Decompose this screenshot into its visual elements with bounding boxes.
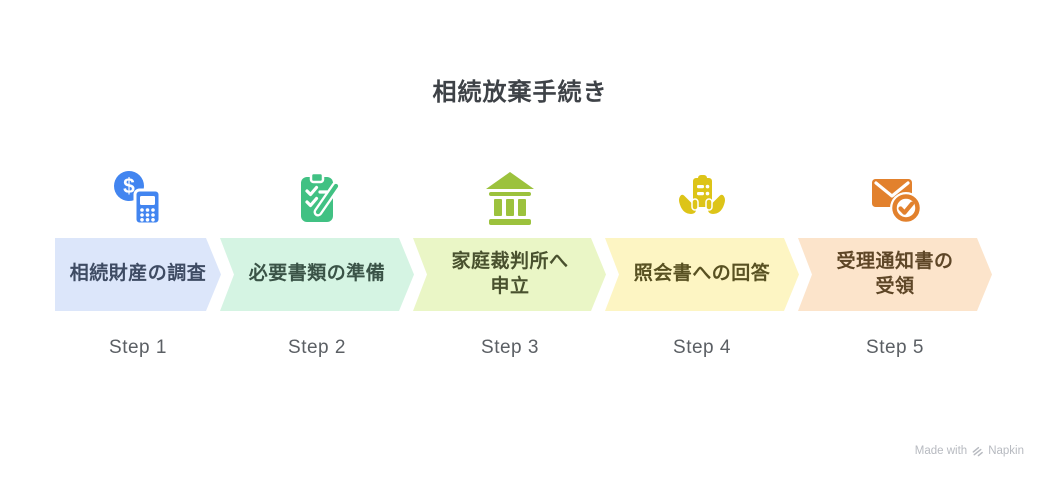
chevron-step-1	[55, 238, 221, 311]
step-group-1: $ 相続財産の調査 Step 1	[38, 160, 238, 410]
clipboard-check-pen-icon	[287, 169, 347, 229]
process-chevron-strip	[55, 238, 992, 311]
money-calculator-icon: $	[108, 169, 168, 229]
step-4-label: 照会書への回答	[633, 263, 771, 285]
step-2-number: Step 2	[288, 337, 346, 358]
step-5-label: 受理通知書の 受領	[836, 250, 954, 297]
mail-check-icon	[865, 169, 925, 229]
step-5-number: Step 5	[866, 337, 924, 358]
step-group-5: 受理通知書の 受領 Step 5	[795, 160, 995, 410]
hands-holding-document-icon	[672, 169, 732, 229]
courthouse-icon	[480, 169, 540, 229]
step-3-label: 家庭裁判所へ 申立	[451, 250, 569, 297]
step-group-3: 家庭裁判所へ 申立 Step 3	[410, 160, 610, 410]
chevron-step-3	[413, 238, 606, 311]
step-1-number: Step 1	[109, 337, 167, 358]
step-group-2: 必要書類の準備 Step 2	[217, 160, 417, 410]
chevron-step-5	[798, 238, 992, 311]
napkin-logo-icon	[971, 444, 984, 457]
watermark: Made with Napkin	[915, 444, 1024, 457]
chevron-step-2	[220, 238, 414, 311]
step-group-4: 照会書への回答 Step 4	[602, 160, 802, 410]
page-title: 相続放棄手続き	[432, 79, 608, 106]
watermark-prefix: Made with	[914, 444, 968, 457]
step-1-label: 相続財産の調査	[69, 263, 207, 285]
watermark-brand: Napkin	[988, 444, 1024, 457]
step-3-number: Step 3	[481, 337, 539, 358]
chevron-step-4	[605, 238, 799, 311]
svg-text:$: $	[123, 175, 135, 198]
step-2-label: 必要書類の準備	[248, 263, 386, 285]
step-4-number: Step 4	[673, 337, 731, 358]
